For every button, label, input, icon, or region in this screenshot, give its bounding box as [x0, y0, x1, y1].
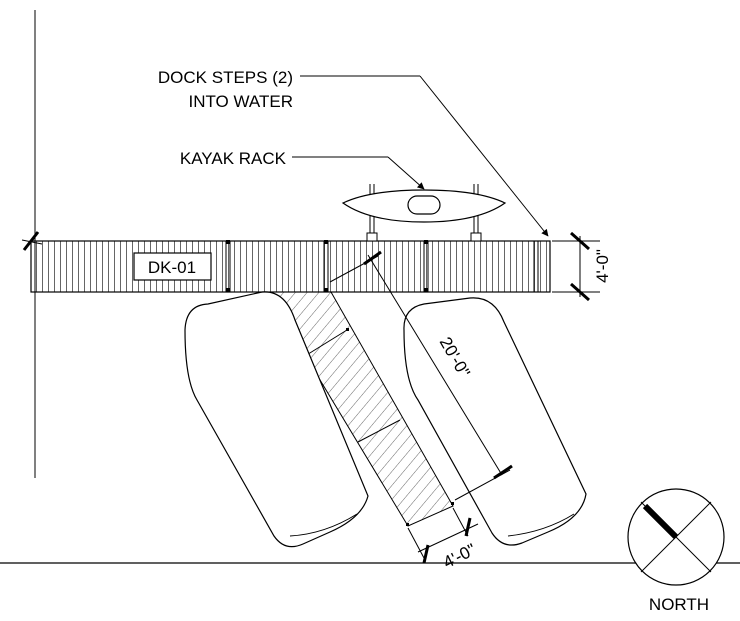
boat-left	[184, 291, 369, 548]
dock-width-dim-label: 4'-0"	[593, 249, 612, 283]
ramp-width-dim-label: 4'-0"	[440, 540, 479, 572]
north-arrow-icon	[627, 488, 725, 586]
dock-steps-leader	[300, 75, 549, 237]
dock-steps-label-line2: INTO WATER	[188, 92, 293, 111]
dock-width-dimension	[552, 231, 600, 302]
dock-tag-box	[133, 252, 212, 281]
north-label: NORTH	[649, 595, 709, 614]
kayak-rack-leader	[292, 156, 425, 190]
kayak-rack-label: KAYAK RACK	[180, 149, 287, 168]
boat-right	[403, 297, 587, 546]
dock-steps-label-line1: DOCK STEPS (2)	[158, 68, 293, 87]
kayak-rack	[341, 184, 507, 242]
dock-tag-label: DK-01	[148, 258, 196, 277]
ramp-length-dimension	[329, 250, 513, 501]
dock-walkway: DK-01	[30, 240, 551, 293]
ramp-width-dimension	[407, 507, 479, 564]
